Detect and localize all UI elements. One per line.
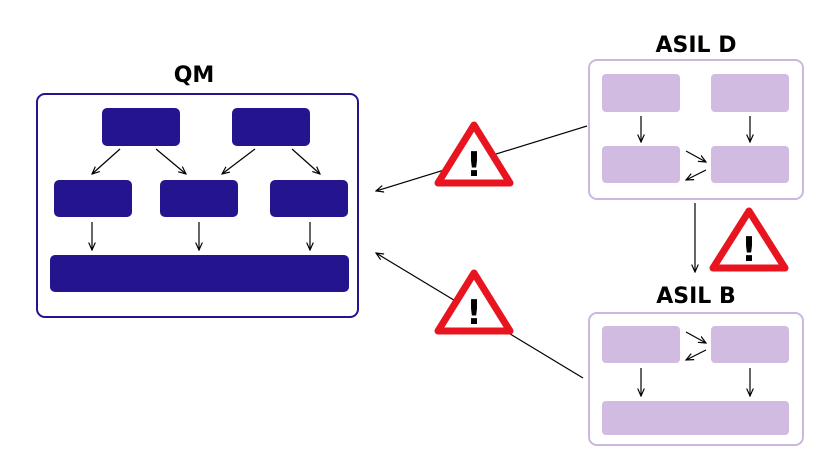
- asil-d-block-bottom-left: [602, 146, 680, 183]
- qm-arrow-tr-to-mc: [222, 148, 256, 174]
- asil-b-block-top-right: [711, 326, 789, 363]
- asil-b-component: ASIL B: [588, 284, 804, 446]
- svg-text:!: !: [466, 145, 482, 185]
- asil-d-arrow-to-left: [686, 169, 707, 180]
- qm-arrow-tl-to-ml: [92, 148, 121, 174]
- warning-triangle-icon: !: [709, 207, 789, 272]
- warning-triangle-icon: !: [434, 121, 514, 187]
- asil-b-title: ASIL B: [656, 284, 736, 309]
- qm-arrow-tl-to-mc: [155, 148, 186, 174]
- asil-d-title: ASIL D: [656, 33, 737, 58]
- asil-b-block-bottom: [602, 401, 789, 435]
- qm-block-top-left: [102, 108, 180, 146]
- qm-block-mid-center: [160, 180, 238, 217]
- qm-component: QM: [36, 63, 359, 318]
- qm-title: QM: [174, 63, 215, 88]
- asil-d-block-bottom-right: [711, 146, 789, 183]
- svg-text:!: !: [741, 230, 757, 270]
- qm-block-top-right: [232, 108, 310, 146]
- asil-b-arrow-to-left: [686, 349, 707, 360]
- asil-d-block-top-right: [711, 74, 789, 112]
- asil-b-arrow-to-right: [685, 331, 706, 343]
- warning-triangle-icon: !: [434, 269, 514, 335]
- asil-d-component: ASIL D: [588, 33, 804, 200]
- qm-block-mid-left: [54, 180, 132, 217]
- qm-arrow-tr-to-mr: [291, 148, 320, 174]
- asil-d-arrow-to-right: [685, 150, 706, 162]
- qm-block-mid-right: [270, 180, 348, 217]
- asil-d-block-top-left: [602, 74, 680, 112]
- svg-text:!: !: [466, 293, 482, 333]
- qm-block-bottom: [50, 255, 349, 292]
- asil-b-block-top-left: [602, 326, 680, 363]
